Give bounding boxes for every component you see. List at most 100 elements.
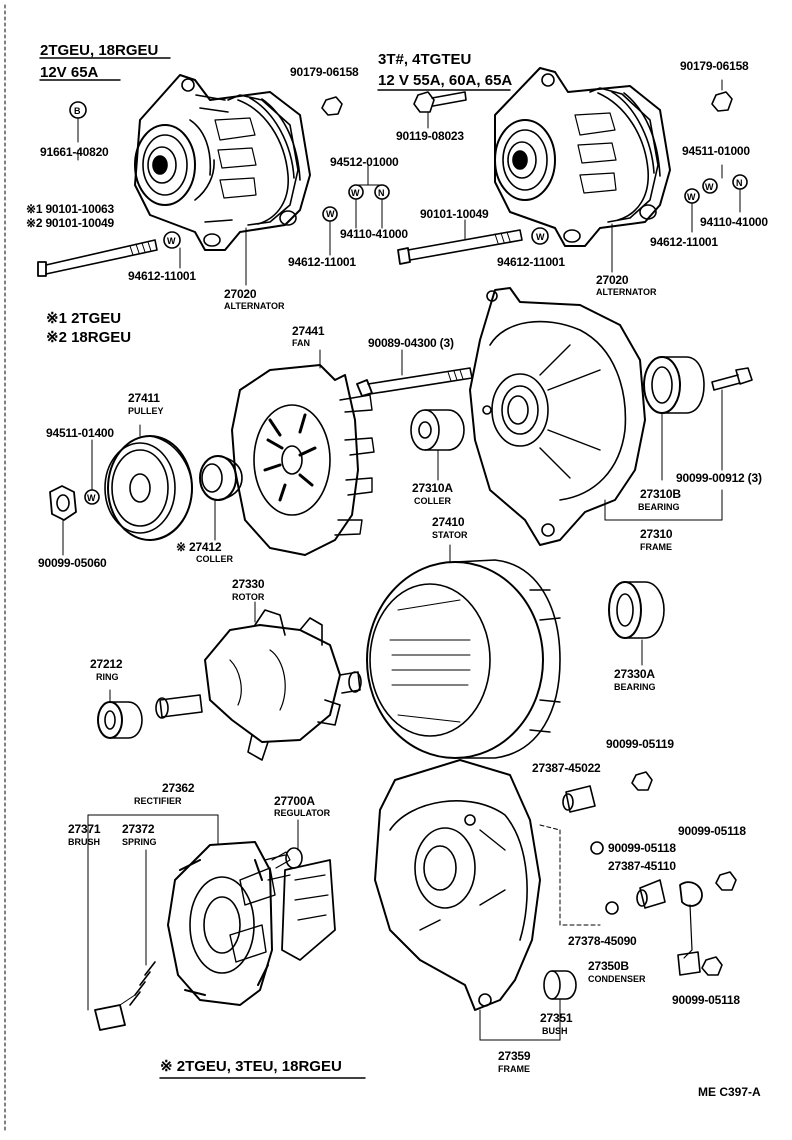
nut-marker: N xyxy=(378,188,385,198)
diagram-code: ME C397-A xyxy=(698,1085,761,1099)
part-name-label: ALTERNATOR xyxy=(596,287,657,297)
washer-marker: W xyxy=(87,493,96,503)
part-number-label: 27359 xyxy=(498,1049,531,1063)
part-number-label: 27700A xyxy=(274,794,315,808)
screw-90099-00912-drawing xyxy=(711,367,753,521)
fan-drawing xyxy=(231,349,375,556)
part-number-label: 27350B xyxy=(588,959,629,973)
part-number-label: 27310 xyxy=(640,527,673,541)
part-number-label: 91661-40820 xyxy=(40,145,109,159)
alternator-assembly-left-drawing xyxy=(134,74,311,251)
nut-marker: N xyxy=(736,178,743,188)
part-name-label: RING xyxy=(96,672,119,682)
bearing-27310b-drawing xyxy=(643,356,705,481)
part-name-label: BEARING xyxy=(638,502,680,512)
part-number-label: 94110-41000 xyxy=(340,227,408,241)
part-name-label: ROTOR xyxy=(232,592,265,602)
part-number-label: 27351 xyxy=(540,1011,573,1025)
through-bolt-left-drawing xyxy=(37,239,158,277)
part-number-label: 94512-01000 xyxy=(330,155,399,169)
part-number-label: 90099-05118 xyxy=(608,841,676,855)
part-number-label: 94612-11001 xyxy=(497,255,565,269)
part-number-label: 27372 xyxy=(122,822,155,836)
part-name-label: BEARING xyxy=(614,682,656,692)
part-name-label: FAN xyxy=(292,338,310,348)
part-name-label: RECTIFIER xyxy=(134,796,182,806)
part-number-label: ※1 90101-10063 xyxy=(26,202,114,216)
part-number-label: 94511-01000 xyxy=(682,144,750,158)
part-number-label: 27212 xyxy=(90,657,123,671)
rectifier-assembly-drawing xyxy=(87,814,336,1031)
part-number-label: 27411 xyxy=(128,391,160,405)
part-number-label: 90089-04300 (3) xyxy=(368,336,454,350)
part-number-label: 90119-08023 xyxy=(396,129,464,143)
part-name-label: BUSH xyxy=(542,1026,568,1036)
part-number-label: 27330 xyxy=(232,577,265,591)
frame-27310-drawing xyxy=(469,287,723,546)
leader-lines-top-left xyxy=(39,57,247,286)
ring-27212-drawing xyxy=(97,689,143,739)
stator-drawing xyxy=(366,544,561,759)
part-number-label: 27020 xyxy=(224,287,257,301)
part-number-label: 94110-41000 xyxy=(700,215,768,229)
part-number-label: 94612-11001 xyxy=(650,235,718,249)
part-name-label: REGULATOR xyxy=(274,808,331,818)
part-name-label: FRAME xyxy=(498,1064,530,1074)
part-number-label: 94511-01400 xyxy=(46,426,114,440)
part-name-label: STATOR xyxy=(432,530,468,540)
part-number-label: 90101-10049 xyxy=(420,207,489,221)
part-number-label: 94612-11001 xyxy=(288,255,356,269)
hardware-top-right-drawing xyxy=(684,79,748,233)
note-2-header: ※2 18RGEU xyxy=(46,329,132,346)
part-name-label: CONDENSER xyxy=(588,974,646,984)
part-number-label: 27410 xyxy=(432,515,465,529)
part-number-label: 90099-05119 xyxy=(606,737,674,751)
part-number-label: 90179-06158 xyxy=(680,59,749,73)
part-number-label: 90099-05118 xyxy=(672,993,740,1007)
part-name-label: PULLEY xyxy=(128,406,164,416)
part-number-label: 27362 xyxy=(162,781,195,795)
bush-27351-drawing xyxy=(543,970,577,1041)
group1-engines-header: 2TGEU, 18RGEU xyxy=(40,42,159,59)
rear-frame-drawing xyxy=(374,759,601,1041)
washer-marker: W xyxy=(687,192,696,202)
part-number-label: 27310A xyxy=(412,481,453,495)
coller-27310a-drawing xyxy=(410,409,465,481)
part-number-label: 90099-00912 (3) xyxy=(676,471,762,485)
washer-marker: W xyxy=(326,209,335,219)
part-number-label: 27387-45022 xyxy=(532,761,601,775)
washer-marker: W xyxy=(351,188,360,198)
part-number-label: 27330A xyxy=(614,667,655,681)
hardware-top-middle-drawing xyxy=(321,96,390,256)
part-number-label: ※ 27412 xyxy=(176,540,222,554)
part-name-label: ALTERNATOR xyxy=(224,301,285,311)
part-number-label: 27387-45110 xyxy=(608,859,676,873)
part-number-label: 27020 xyxy=(596,273,629,287)
nut-90099-05060-drawing xyxy=(49,439,100,556)
terminal-hardware-right-drawing xyxy=(562,771,737,976)
coller-27412-drawing xyxy=(199,455,243,541)
part-name-label: FRAME xyxy=(640,542,672,552)
alternator-assembly-right-drawing xyxy=(494,67,671,273)
footer-note: ※ 2TGEU, 3TEU, 18RGEU xyxy=(160,1058,342,1075)
part-number-label: 27310B xyxy=(640,487,681,501)
group2-rating-header: 12 V 55A, 60A, 65A xyxy=(378,72,513,89)
part-name-label: BRUSH xyxy=(68,837,101,847)
washer-marker: W xyxy=(536,232,545,242)
part-name-label: COLLER xyxy=(414,496,451,506)
bolt-90089-drawing xyxy=(356,349,473,397)
part-number-label: 94612-11001 xyxy=(128,269,196,283)
part-name-label: COLLER xyxy=(196,554,233,564)
part-number-label: ※2 90101-10049 xyxy=(26,216,114,230)
part-number-label: 90099-05118 xyxy=(678,824,746,838)
washer-marker: W xyxy=(167,236,176,246)
note-1-header: ※1 2TGEU xyxy=(46,310,122,327)
group2-engines-header: 3T#, 4TGTEU xyxy=(378,51,472,68)
part-number-label: 90099-05060 xyxy=(38,556,107,570)
bolt-marker: B xyxy=(74,106,81,116)
part-number-label: 27378-45090 xyxy=(568,934,637,948)
part-number-label: 27371 xyxy=(68,822,101,836)
pulley-drawing xyxy=(104,424,193,541)
